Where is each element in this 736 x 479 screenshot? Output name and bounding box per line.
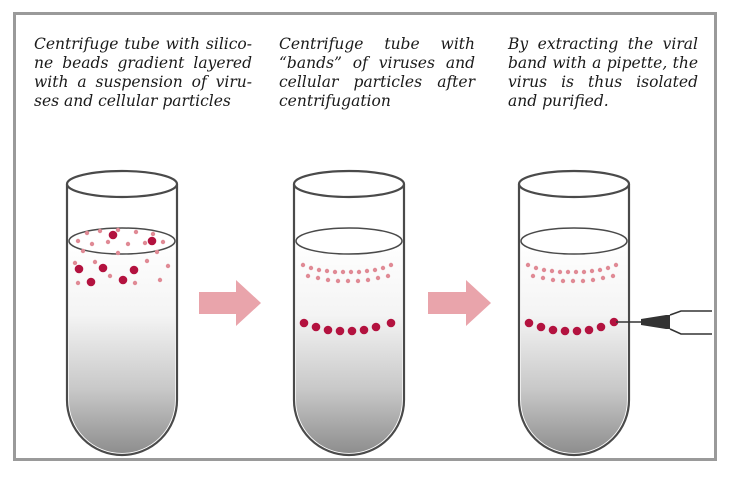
caption-step-3: By extracting the viral band with a pipe… [508,35,698,110]
tube-1-particles [72,227,171,287]
caption-step-2: Centrifuge tube with “bands” of viruses … [279,35,475,110]
tube-3-body [517,184,631,457]
tube-2-liquid [296,241,402,453]
tube-1-body [65,184,179,457]
tube-3-dark-band [524,317,619,336]
tube-1-rim [65,169,179,199]
tube-3 [517,169,631,457]
tube-3-rim [517,169,631,199]
tube-2 [292,169,406,457]
tube-1-liquid [69,241,175,453]
tube-2-body [292,184,406,457]
tube-1 [65,169,179,457]
pipette [616,310,712,335]
tube-1-liquid-surface [68,227,176,255]
tube-2-liquid-surface [295,227,403,255]
tube-3-liquid [521,241,627,453]
tube-2-dark-band [299,318,396,336]
arrow-1 [199,280,261,326]
tube-2-rim [292,169,406,199]
caption-step-1: Centrifuge tube with silico-ne beads gra… [34,35,252,110]
tube-2-light-band [300,262,394,284]
tube-3-liquid-surface [520,227,628,255]
tube-3-light-band [525,262,619,284]
arrow-2 [428,280,491,326]
